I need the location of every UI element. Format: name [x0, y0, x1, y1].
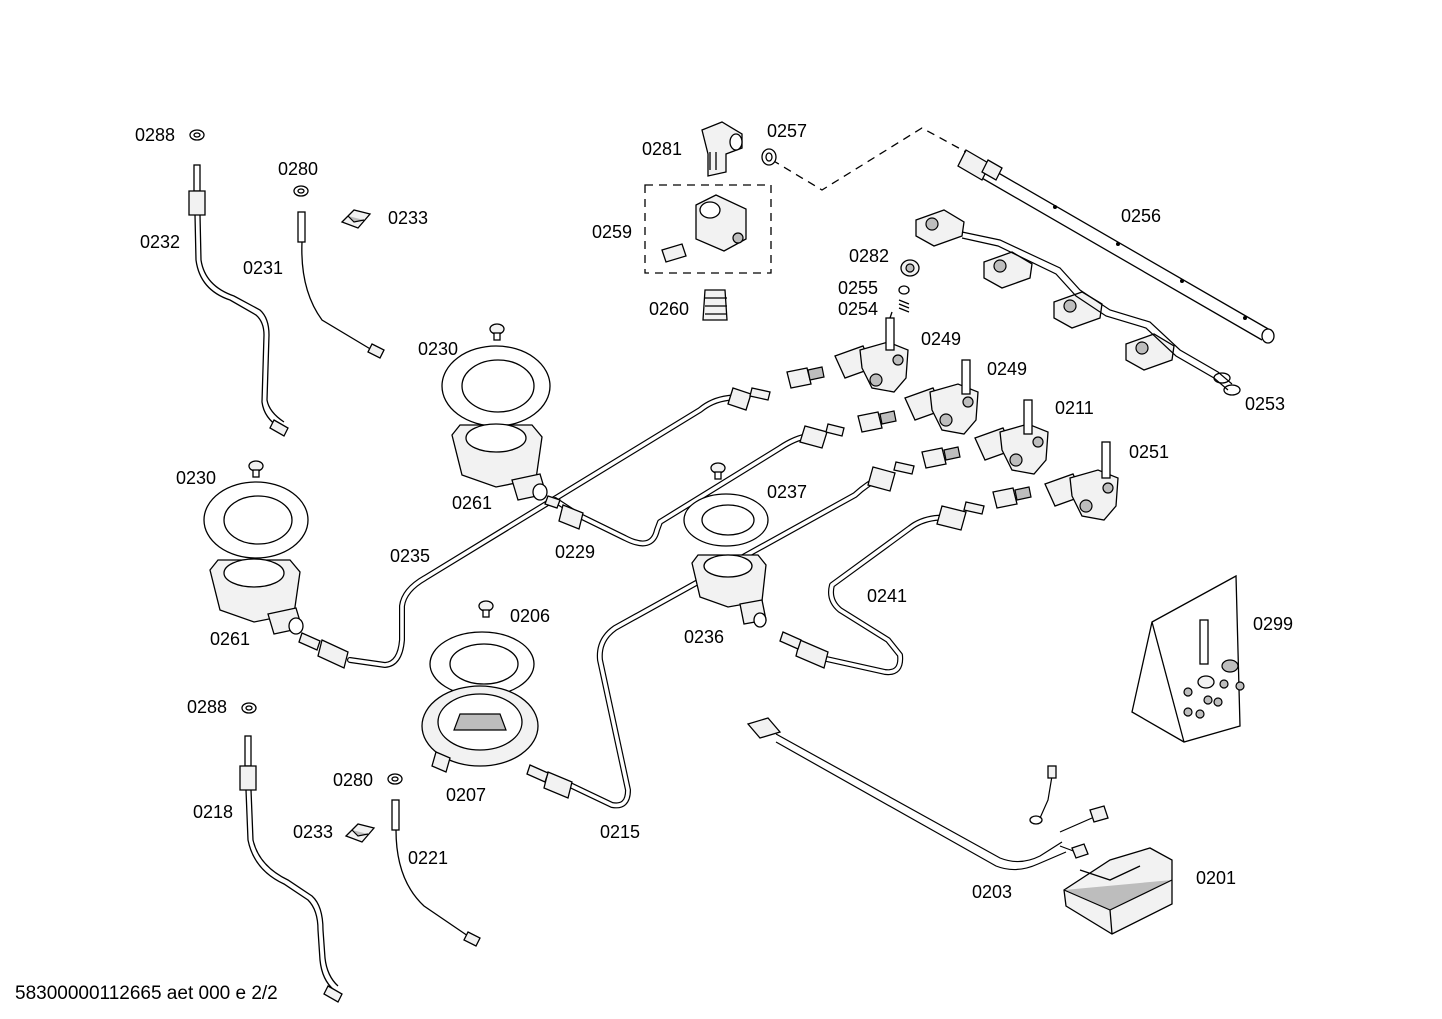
label-0231: 0231 [243, 258, 283, 278]
spark-generator-0201 [1063, 847, 1173, 935]
label-0255: 0255 [838, 278, 878, 298]
label-0237: 0237 [767, 482, 807, 502]
burner-screw-0206 [478, 600, 494, 618]
label-0280-upper: 0280 [278, 159, 318, 179]
label-0288-upper: 0288 [135, 125, 175, 145]
label-0201: 0201 [1196, 868, 1236, 888]
pipe-fittings [298, 387, 985, 799]
label-0260: 0260 [649, 299, 689, 319]
label-0253: 0253 [1245, 394, 1285, 414]
gas-tap-0249-upper [834, 311, 909, 393]
label-0232: 0232 [140, 232, 180, 252]
rail-connection-dashed [771, 127, 967, 191]
label-0259: 0259 [592, 222, 632, 242]
label-0203: 0203 [972, 882, 1012, 902]
burner-screw-center [710, 462, 726, 480]
label-0249-lower: 0249 [987, 359, 1027, 379]
label-0256: 0256 [1121, 206, 1161, 226]
burner-gasket-0230-left [203, 481, 309, 559]
thermocouple-0218 [239, 702, 343, 1003]
label-0257: 0257 [767, 121, 807, 141]
gas-tap-0249-lower [904, 359, 979, 435]
document-footer-code: 58300000112665 aet 000 e 2/2 [15, 983, 278, 1004]
regulator-group-box-0259 [644, 184, 772, 274]
tap-small-parts [898, 259, 920, 313]
label-0207: 0207 [446, 785, 486, 805]
regulator-0259 [661, 194, 747, 263]
ignition-electrode-0231 [293, 185, 385, 359]
label-0299: 0299 [1253, 614, 1293, 634]
thermocouple-0232 [188, 129, 289, 437]
clip-0233-upper [340, 209, 372, 229]
label-0229: 0229 [555, 542, 595, 562]
gas-tap-0211 [974, 399, 1049, 475]
ignition-electrode-0221 [387, 773, 481, 947]
label-0233-lower: 0233 [293, 822, 333, 842]
label-0261-left: 0261 [210, 629, 250, 649]
ignition-switch-harness-0253 [915, 209, 1241, 396]
burner-screw-left [248, 460, 264, 478]
label-0206: 0206 [510, 606, 550, 626]
label-0230-left: 0230 [176, 468, 216, 488]
clip-0233-lower [344, 823, 376, 843]
gas-rail-0256 [957, 149, 1275, 344]
burner-gasket-0237 [683, 493, 769, 547]
washer-0257-hole [765, 152, 773, 162]
label-0215: 0215 [600, 822, 640, 842]
label-0230-upper: 0230 [418, 339, 458, 359]
label-0281: 0281 [642, 139, 682, 159]
gas-pipe-0215 [567, 475, 883, 809]
gas-pipe-0229 [552, 433, 811, 547]
label-0288-lower: 0288 [187, 697, 227, 717]
label-0241: 0241 [867, 586, 907, 606]
label-0236: 0236 [684, 627, 724, 647]
burner-body-0261-left [209, 558, 304, 635]
gas-pipe-0235 [347, 393, 745, 668]
label-0282: 0282 [849, 246, 889, 266]
burner-body-0236 [691, 554, 767, 628]
label-0235: 0235 [390, 546, 430, 566]
label-0211: 0211 [1055, 398, 1094, 418]
burner-body-0261-upper [451, 423, 548, 501]
screw-bag-0299 [1131, 574, 1245, 743]
label-0221: 0221 [408, 848, 448, 868]
gas-pipe-0241 [819, 514, 951, 676]
label-0261-upper: 0261 [452, 493, 492, 513]
label-0218: 0218 [193, 802, 233, 822]
burner-gasket-0230-upper [441, 345, 551, 427]
elbow-connector-0281 [701, 121, 743, 177]
label-0254: 0254 [838, 299, 878, 319]
label-0251: 0251 [1129, 442, 1169, 462]
label-0280-lower: 0280 [333, 770, 373, 790]
injector-nozzles [786, 366, 1032, 509]
part-labels: 0288 0280 0233 0232 0231 0281 0257 0259 … [135, 121, 1293, 902]
adapter-0260 [702, 289, 728, 321]
burner-screw-upper [489, 323, 505, 341]
label-0233-upper: 0233 [388, 208, 428, 228]
label-0249-upper: 0249 [921, 329, 961, 349]
gas-tap-0251 [1044, 441, 1119, 521]
burner-0207 [421, 685, 539, 773]
wiring-harness-0203 [746, 717, 1109, 871]
burner-gasket-bottom [429, 631, 535, 697]
